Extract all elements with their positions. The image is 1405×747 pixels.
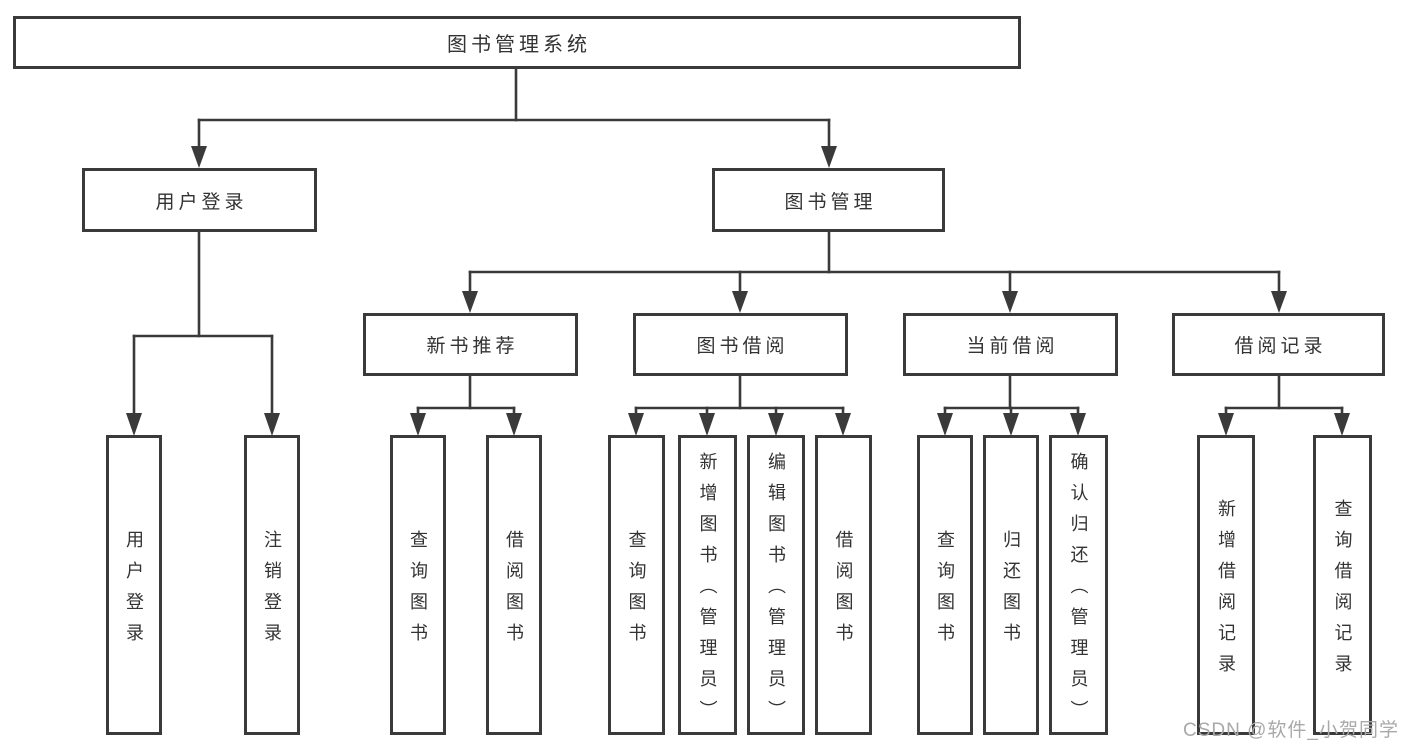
leaf-borrow-add-books-admin: 新增图书（管理员）	[678, 435, 737, 735]
node-new-book-recommend: 新书推荐	[363, 313, 578, 376]
node-book-management: 图书管理	[712, 168, 945, 232]
leaf-recommend-borrow-books: 借阅图书	[486, 435, 542, 735]
leaf-recommend-query-books-label: 查询图书	[408, 529, 428, 654]
node-root-system: 图书管理系统	[13, 16, 1021, 69]
leaf-logout-label: 注销登录	[262, 529, 282, 654]
leaf-borrow-edit-books-admin-label: 编辑图书（管理员）	[766, 452, 786, 731]
leaf-recommend-borrow-books-label: 借阅图书	[504, 529, 524, 654]
node-user-login: 用户登录	[82, 168, 317, 232]
leaf-logout: 注销登录	[244, 435, 300, 735]
leaf-records-query-record-label: 查询借阅记录	[1332, 498, 1353, 685]
leaf-borrow-query-books-label: 查询图书	[626, 529, 647, 654]
leaf-current-return-books-label: 归还图书	[1001, 529, 1021, 654]
leaf-current-query-books: 查询图书	[917, 435, 973, 735]
node-borrow-records: 借阅记录	[1172, 313, 1385, 376]
leaf-records-add-record: 新增借阅记录	[1197, 435, 1255, 735]
leaf-records-query-record: 查询借阅记录	[1313, 435, 1372, 735]
csdn-watermark: CSDN @软件_小贺同学	[1183, 720, 1399, 741]
leaf-borrow-borrow-books: 借阅图书	[815, 435, 872, 735]
leaf-user-login-label: 用户登录	[124, 529, 144, 654]
leaf-current-query-books-label: 查询图书	[935, 529, 955, 654]
leaf-borrow-add-books-admin-label: 新增图书（管理员）	[697, 452, 718, 731]
leaf-recommend-query-books: 查询图书	[390, 435, 446, 735]
leaf-borrow-edit-books-admin: 编辑图书（管理员）	[747, 435, 805, 735]
leaf-current-confirm-return-admin: 确认归还（管理员）	[1049, 435, 1108, 735]
leaf-current-return-books: 归还图书	[983, 435, 1039, 735]
leaf-current-confirm-return-admin-label: 确认归还（管理员）	[1068, 452, 1089, 731]
leaf-borrow-borrow-books-label: 借阅图书	[833, 529, 854, 654]
leaf-records-add-record-label: 新增借阅记录	[1216, 498, 1236, 685]
leaf-borrow-query-books: 查询图书	[608, 435, 665, 735]
node-book-borrow: 图书借阅	[633, 313, 848, 376]
node-current-borrow: 当前借阅	[903, 313, 1118, 376]
leaf-user-login: 用户登录	[106, 435, 162, 735]
